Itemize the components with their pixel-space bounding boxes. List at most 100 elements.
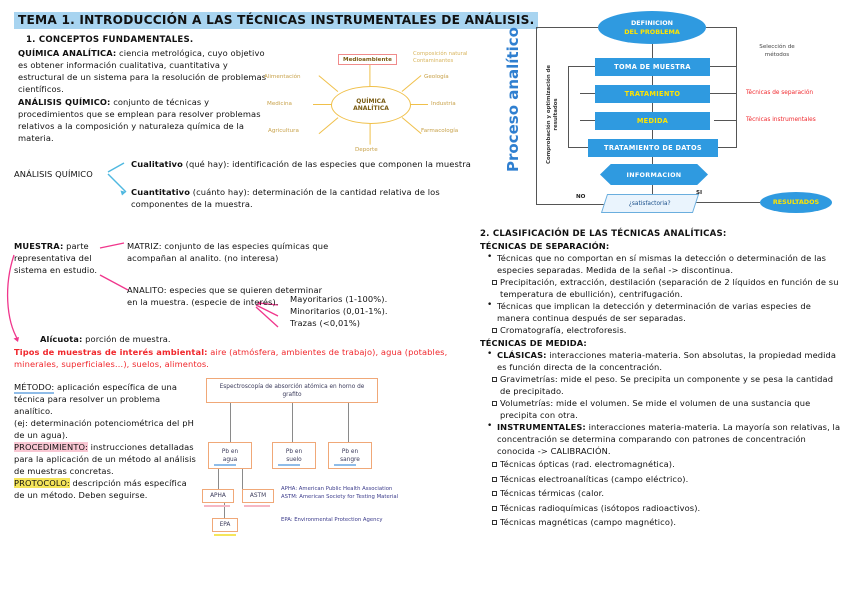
metodo-label: MÉTODO: <box>14 382 55 394</box>
mindmap-spoke-downright <box>401 117 422 135</box>
flowchart-label-si: SI <box>696 190 703 196</box>
tree-diagram: Espectroscopía de absorción atómica en h… <box>200 378 485 538</box>
analisis-quimico-paragraph: ANÁLISIS QUÍMICO: conjunto de técnicas y… <box>18 96 273 144</box>
tree-connector-epa <box>224 503 226 526</box>
flowchart-loop-left-top <box>536 27 598 29</box>
procedimiento-label: PROCEDIMIENTO: <box>14 442 88 452</box>
clasicas-sublist: Gravimetrías: mide el peso. Se precipita… <box>480 373 842 421</box>
flowchart-line-5 <box>652 157 654 164</box>
instrumentales-text: interacciones materia-materia. La mayorí… <box>497 422 841 456</box>
flowchart-line-2 <box>652 76 654 85</box>
clasicas-text: interacciones materia-materia. Son absol… <box>497 350 837 372</box>
tree-underline-epa <box>214 534 236 536</box>
tree-underline-sangre <box>334 464 356 466</box>
mindmap-spoke-right <box>409 104 428 106</box>
tree-legend-astm: ASTM: American Society for Testing Mater… <box>281 494 399 500</box>
clasicas-sub-gravimetrias: Gravimetrías: mide el peso. Se precipita… <box>492 373 842 397</box>
tree-connector-astm <box>242 469 244 499</box>
flowchart-bracket-bottom <box>568 147 588 149</box>
section-1-heading: 1. CONCEPTOS FUNDAMENTALES. <box>26 35 194 45</box>
alicuota-text: porción de muestra. <box>82 334 171 344</box>
flowchart-bracket-vertical <box>568 66 570 148</box>
flowchart-proceso-analitico: Proceso analítico Comprobación y optimiz… <box>488 4 844 222</box>
instrumentales-list: INSTRUMENTALES: interacciones materia-ma… <box>480 420 842 457</box>
flowchart-result-node: RESULTADOS <box>760 192 832 213</box>
flowchart-line-3 <box>652 103 654 112</box>
procedimiento-text: instrucciones detalladas para la aplicac… <box>14 442 196 476</box>
mindmap-spoke-downleft <box>318 117 339 135</box>
tree-underline-suelo <box>278 464 300 466</box>
tree-connector-1 <box>230 403 232 442</box>
procedimiento-definition: PROCEDIMIENTO: instrucciones detalladas … <box>14 441 199 477</box>
matriz-definition: MATRIZ: conjunto de las especies química… <box>127 240 332 264</box>
tree-legend-apha: APHA: American Public Health Association <box>281 486 393 492</box>
analito-level-minoritarios: Minoritarios (0,01-1%). <box>290 306 388 316</box>
flowchart-start-line2: DEL PROBLEMA <box>624 27 680 36</box>
muestra-text: parte representativa del sistema en estu… <box>14 241 98 275</box>
flowchart-right-1 <box>710 66 737 68</box>
analito-levels: Mayoritarios (1-100%). Minoritarios (0,0… <box>290 293 480 329</box>
section-2: 2. CLASIFICACIÓN DE LAS TÉCNICAS ANALÍTI… <box>480 229 842 531</box>
analisis-quimico-branch-label: ANÁLISIS QUÍMICO <box>14 169 93 179</box>
flowchart-bracket-mid2 <box>580 120 595 122</box>
flowchart-start-line1: DEFINICION <box>631 19 673 27</box>
tree-child-sangre-line2: sangre <box>340 456 360 463</box>
quimica-analitica-label: QUÍMICA ANALÍTICA: <box>18 48 117 58</box>
tree-legend-epa: EPA: Environmental Protection Agency <box>281 517 383 523</box>
tree-connector-2 <box>292 403 294 442</box>
alicuota-label: Alícuota: <box>40 334 83 344</box>
cuantitativo-text: (cuánto hay): determinación de la cantid… <box>131 187 440 209</box>
clasicas-label: CLÁSICAS: <box>497 350 547 360</box>
separacion-list: Técnicas que no comportan en sí mismas l… <box>480 251 842 276</box>
flowchart-bracket-mid1 <box>580 93 595 95</box>
flowchart-vertical-sub-line1: Comprobación y optimización de <box>546 64 552 164</box>
tree-underline-agua <box>214 464 236 466</box>
flowchart-step-tratamiento-datos: TRATAMIENTO DE DATOS <box>588 139 718 157</box>
mindmap-center: QUÍMICA ANALÍTICA <box>331 86 411 124</box>
flowchart-loop-left-vertical <box>536 27 538 205</box>
muestra-label: MUESTRA: <box>14 241 64 251</box>
flowchart-right-note-line2: métodos <box>764 51 790 58</box>
tree-leaf-astm: ASTM <box>242 489 274 503</box>
protocolo-label: PROTOCOLO: <box>14 478 70 488</box>
mindmap-spoke-left <box>313 104 332 106</box>
tipos-muestras-label: Tipos de muestras de interés ambiental: <box>14 347 208 357</box>
quimica-analitica-text: ciencia metrológica, cuyo objetivo es ob… <box>18 48 267 94</box>
mindmap-note-line1: Composición natural <box>413 51 468 57</box>
tipos-muestras-text: aire (atmósfera, ambientes de trabajo), … <box>14 347 448 369</box>
tree-child-agua-line1: Pb en <box>221 448 239 455</box>
cuantitativo-item: Cuantitativo (cuánto hay): determinación… <box>131 186 476 210</box>
mindmap-node-farmacologia: Farmacología <box>421 128 459 134</box>
separacion-sublist-2: Cromatografía, electroforesis. <box>480 324 842 336</box>
protocolo-definition: PROTOCOLO: descripción más específica de… <box>14 477 199 501</box>
mindmap-node-deporte: Deporte <box>355 147 378 153</box>
flowchart-vertical-title: Proceso analítico <box>504 27 522 172</box>
flowchart-red-note-separacion: Técnicas de separación <box>746 90 814 96</box>
flowchart-line-1 <box>652 44 654 58</box>
mindmap-spoke-upleft <box>318 75 339 93</box>
analito-text: especies que se quieren determinar en la… <box>127 285 323 307</box>
tree-root-box: Espectroscopía de absorción atómica en h… <box>206 378 378 403</box>
flowchart-bracket-top <box>568 66 595 68</box>
flowchart-red-note-instrumentales: Técnicas instrumentales <box>746 117 816 123</box>
tree-connector-3 <box>348 403 350 442</box>
cualitativo-label: Cualitativo <box>131 159 183 169</box>
separacion-sub-1: Precipitación, extracción, destilación (… <box>492 276 842 300</box>
mindmap-spoke-upright <box>401 75 422 93</box>
flowchart-line-4 <box>652 130 654 139</box>
flowchart-decision-node: ¿satisfactoria? <box>600 194 700 213</box>
flowchart-step-tratamiento: TRATAMIENTO <box>595 85 710 103</box>
mindmap-spoke-up <box>369 64 371 87</box>
flowchart-right-3 <box>714 120 737 122</box>
instrumentales-sub-radioquimicas: Técnicas radioquímicas (isótopos radioac… <box>492 502 842 514</box>
flowchart-right-vertical <box>736 27 738 148</box>
quimica-analitica-paragraph: QUÍMICA ANALÍTICA: ciencia metrológica, … <box>18 47 273 95</box>
medida-heading: TÉCNICAS DE MEDIDA: <box>480 338 587 348</box>
medida-list: CLÁSICAS: interacciones materia-materia.… <box>480 348 842 373</box>
section-2-heading: 2. CLASIFICACIÓN DE LAS TÉCNICAS ANALÍTI… <box>480 229 727 239</box>
mindmap-center-line1: QUÍMICA <box>356 97 386 105</box>
flowchart-info-node: INFORMACION <box>600 164 708 185</box>
instrumentales-sub-termicas: Técnicas térmicas (calor. <box>492 487 842 499</box>
instrumentales-sub-magneticas: Técnicas magnéticas (campo magnético). <box>492 516 842 528</box>
